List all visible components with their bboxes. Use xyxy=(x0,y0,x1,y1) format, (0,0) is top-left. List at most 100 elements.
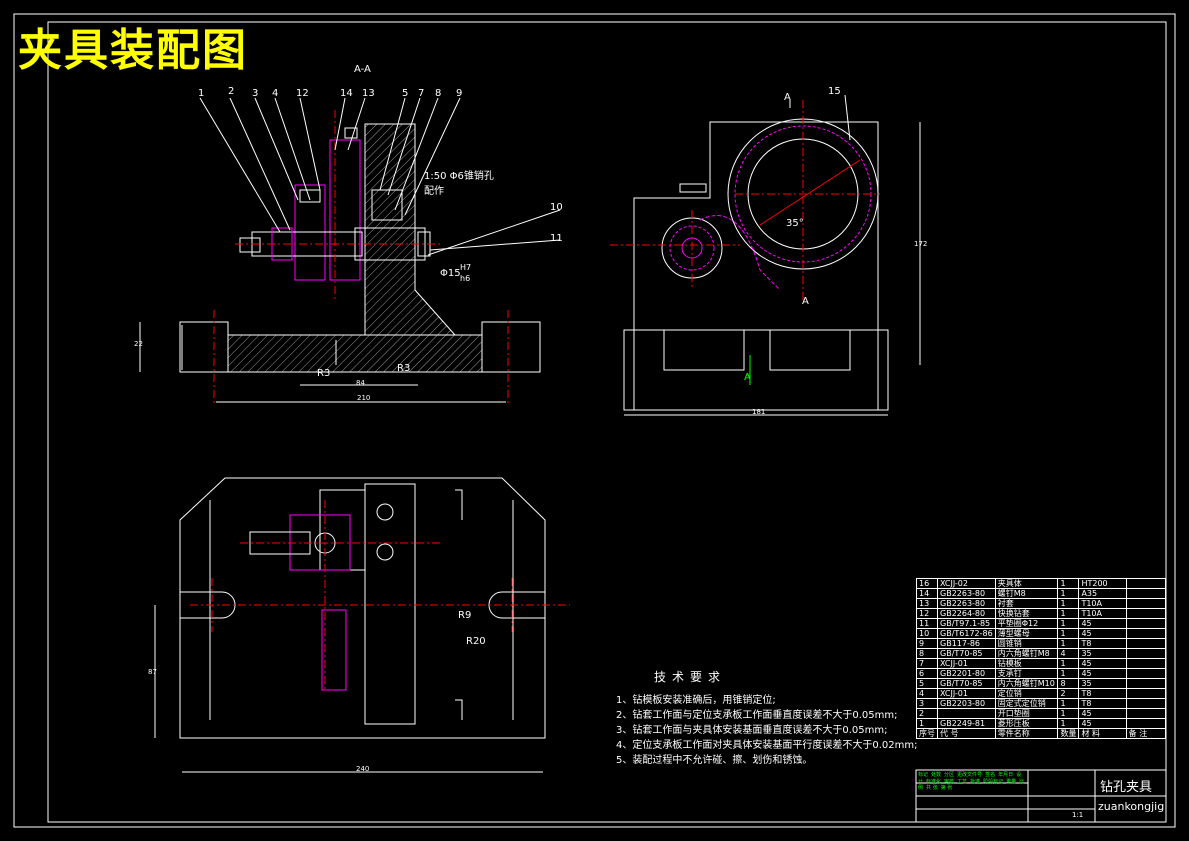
parts-list-cell-mat: 45 xyxy=(1078,658,1127,669)
parts-list-cell-mat: T8 xyxy=(1078,698,1127,709)
dim-side-width: 181 xyxy=(752,408,766,416)
callout-10: 10 xyxy=(550,202,563,213)
parts-list-cell-note xyxy=(1125,648,1167,659)
parts-list-cell-mat: 45 xyxy=(1078,718,1127,729)
parts-list-cell-note: 备 注 xyxy=(1125,728,1167,739)
title-block-label: 更改文件号 xyxy=(957,772,983,778)
parts-list-cell-mat: A35 xyxy=(1078,588,1127,599)
parts-list-cell-qty: 1 xyxy=(1057,698,1080,709)
parts-list-cell-code: GB2263-80 xyxy=(937,588,996,599)
tech-item-5: 5、装配过程中不允许碰、擦、划伤和锈蚀。 xyxy=(616,755,813,766)
parts-list-cell-code: GB2263-80 xyxy=(937,598,996,609)
dim-base-height: 22 xyxy=(134,340,143,348)
tech-item-4: 4、定位支承板工作面对夹具体安装基面平行度误差不大于0.02mm; xyxy=(616,740,918,751)
fit-upper: H7 xyxy=(460,263,472,272)
parts-list-cell-code: GB2201-80 xyxy=(937,668,996,679)
front-section-view xyxy=(139,97,561,405)
title-block-label: 比例 xyxy=(918,778,1025,792)
parts-list-cell-no: 16 xyxy=(916,578,938,589)
parts-list-cell-qty: 1 xyxy=(1057,598,1080,609)
parts-list-cell-no: 9 xyxy=(916,638,938,649)
title-block-label: 签名 xyxy=(985,772,996,778)
title-block-label: 工艺 xyxy=(957,778,968,785)
parts-list-cell-qty: 1 xyxy=(1057,668,1080,679)
title-block-drawing-no: zuankongjig xyxy=(1098,800,1165,813)
fit-diameter: Φ15 xyxy=(440,268,461,279)
parts-list-cell-name: 定位销 xyxy=(994,688,1059,699)
tech-item-3: 3、钻套工作面与夹具体安装基面垂直度误差不大于0.05mm; xyxy=(616,725,888,736)
frame-outer xyxy=(13,13,1176,828)
parts-list-cell-qty: 1 xyxy=(1057,588,1080,599)
parts-list-cell-qty: 1 xyxy=(1057,618,1080,629)
parts-list-cell-note xyxy=(1125,578,1167,589)
parts-list-cell-mat: 35 xyxy=(1078,648,1127,659)
parts-list-cell-code: GB117-86 xyxy=(937,638,996,649)
dim-inner: 84 xyxy=(356,379,365,387)
dim-base-width: 210 xyxy=(357,394,371,402)
callout-9: 9 xyxy=(456,88,463,99)
parts-list-cell-mat: 45 xyxy=(1078,628,1127,639)
callout-15: 15 xyxy=(828,86,841,97)
callout-8: 8 xyxy=(435,88,442,99)
parts-list-cell-code xyxy=(937,708,996,719)
section-mark-bottom: A xyxy=(802,296,809,307)
parts-list-cell-mat: T10A xyxy=(1078,598,1127,609)
parts-list-cell-name: 菱形压板 xyxy=(994,718,1059,729)
parts-list-cell-no: 5 xyxy=(916,678,938,689)
parts-list-cell-note xyxy=(1125,708,1167,719)
tech-requirements: 技术要求 1、钻模板安装准确后，用锥销定位; 2、钻套工作面与定位支承板工作面垂… xyxy=(616,670,917,768)
parts-list-cell-no: 2 xyxy=(916,708,938,719)
callout-3: 3 xyxy=(252,88,259,99)
title-block-label: 第 张 xyxy=(940,785,953,791)
parts-list-cell-note xyxy=(1125,688,1167,699)
pin-hole-note: 1:50 Φ6锥销孔 配作 xyxy=(424,171,494,197)
parts-list-cell-note xyxy=(1125,678,1167,689)
parts-list-cell-no: 7 xyxy=(916,658,938,669)
title-block-label: 重量 xyxy=(1006,778,1017,785)
title-block-frame xyxy=(915,769,1167,823)
parts-list-cell-qty: 2 xyxy=(1057,688,1080,699)
section-mark-top: A xyxy=(784,92,791,103)
parts-list-cell-qty: 1 xyxy=(1057,718,1080,729)
radius-r3-left: R3 xyxy=(317,368,331,379)
section-label: A-A xyxy=(354,64,371,75)
title-block-labels: 标记处数分区更改文件号签名年月日设计标准化审核工艺批准阶段标记重量比例共 张第 … xyxy=(918,772,1026,792)
parts-list-cell-note xyxy=(1125,668,1167,679)
parts-list-cell-code: GB2249-81 xyxy=(937,718,996,729)
parts-list-cell-note xyxy=(1125,618,1167,629)
title-block-scale: 1:1 xyxy=(1072,811,1084,819)
callout-13: 13 xyxy=(362,88,375,99)
parts-list-cell-name: 平垫圈Φ12 xyxy=(994,618,1059,629)
callout-5: 5 xyxy=(402,88,409,99)
parts-list-cell-code: GB/T70-85 xyxy=(937,678,996,689)
parts-list-cell-no: 14 xyxy=(916,588,938,599)
title-block-label: 批准 xyxy=(970,778,981,785)
parts-list-cell-code: XCJJ-02 xyxy=(937,578,996,589)
parts-list-cell-name: 开口垫圈 xyxy=(994,708,1059,719)
parts-list-cell-name: 圆锥销 xyxy=(994,638,1059,649)
parts-list-cell-note xyxy=(1125,658,1167,669)
parts-list-cell-qty: 1 xyxy=(1057,608,1080,619)
parts-list-cell-name: 快换钻套 xyxy=(994,608,1059,619)
dim-bottom-width: 240 xyxy=(356,765,370,773)
parts-list-cell-no: 4 xyxy=(916,688,938,699)
title-block-label: 共 张 xyxy=(926,785,938,791)
parts-list-cell-mat: HT200 xyxy=(1078,578,1127,589)
tech-item-2: 2、钻套工作面与定位支承板工作面垂直度误差不大于0.05mm; xyxy=(616,710,898,721)
parts-list-cell-qty: 1 xyxy=(1057,578,1080,589)
parts-list-cell-note xyxy=(1125,698,1167,709)
parts-list-cell-code: GB/T70-85 xyxy=(937,648,996,659)
